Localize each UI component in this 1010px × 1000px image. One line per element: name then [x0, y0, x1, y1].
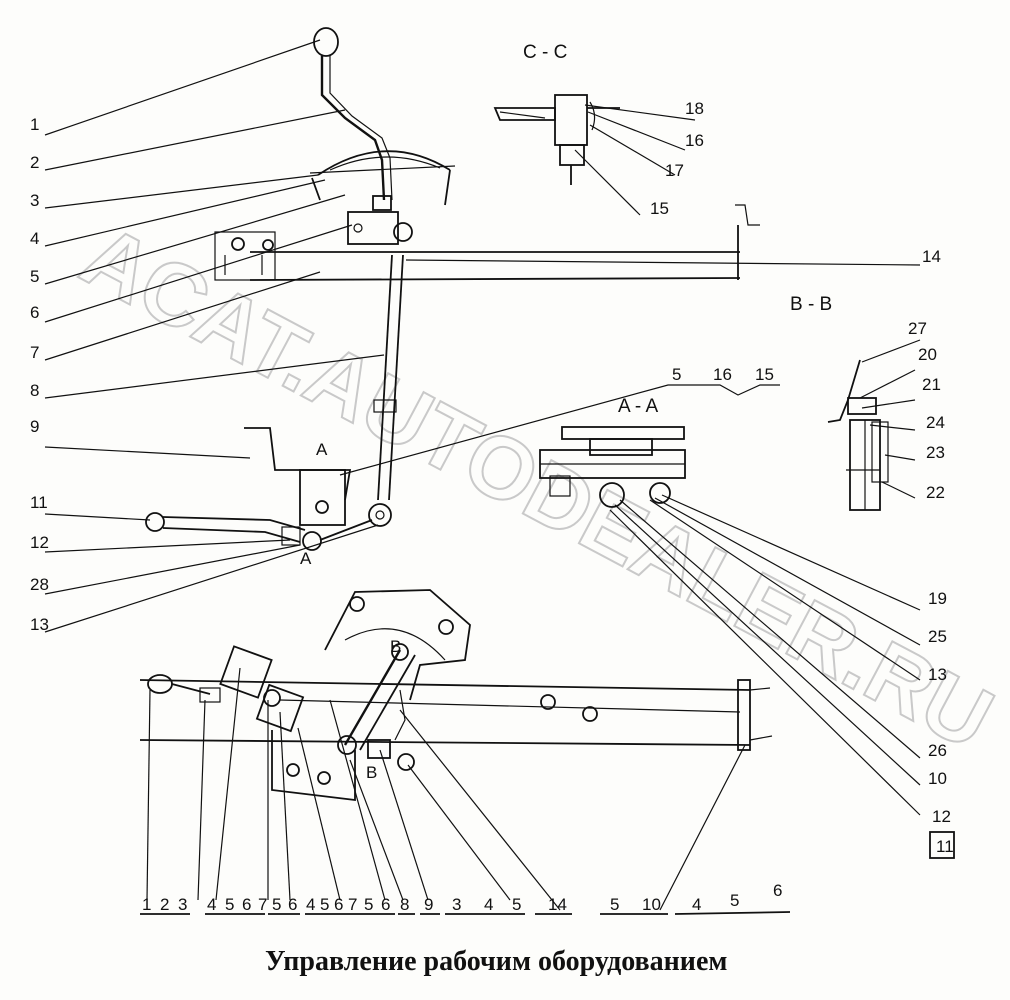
label-bottom-8: 5 [272, 895, 281, 914]
section-b-marker-bottom: B [366, 763, 377, 782]
label-6: 6 [30, 303, 39, 322]
label-26: 26 [928, 741, 947, 760]
label-9: 9 [30, 417, 39, 436]
labels-left: 1 2 3 4 5 6 7 8 9 11 12 28 13 [30, 115, 49, 634]
label-13-right: 13 [928, 665, 947, 684]
label-bottom-10: 4 [306, 895, 315, 914]
label-bottom-17: 9 [424, 895, 433, 914]
label-bottom-11: 5 [320, 895, 329, 914]
label-19: 19 [928, 589, 947, 608]
label-bottom-12: 6 [334, 895, 343, 914]
label-bottom-16: 8 [400, 895, 409, 914]
lower-assembly: B B [139, 589, 773, 802]
section-cc: C - C [493, 42, 620, 185]
label-13: 13 [30, 615, 49, 634]
label-28: 28 [30, 575, 49, 594]
label-1: 1 [30, 115, 39, 134]
label-bottom-23: 10 [642, 895, 661, 914]
label-14-right: 14 [922, 247, 941, 266]
label-bottom-13: 7 [348, 895, 357, 914]
label-bottom-7: 7 [258, 895, 267, 914]
label-bottom-6: 6 [242, 895, 251, 914]
label-11-right: 11 [936, 837, 954, 856]
leader-lines [44, 39, 921, 911]
label-22: 22 [926, 483, 945, 502]
diagram-title: Управление рабочим оборудованием [265, 946, 727, 977]
label-bottom-25: 5 [730, 891, 739, 910]
label-11-box [929, 831, 955, 859]
label-bottom-1: 1 [142, 895, 151, 914]
label-27: 27 [908, 319, 927, 338]
label-bottom-2: 2 [160, 895, 169, 914]
label-3: 3 [30, 191, 39, 210]
label-18: 18 [685, 99, 704, 118]
label-aa-16: 16 [713, 365, 732, 384]
label-bottom-24: 4 [692, 895, 701, 914]
label-17: 17 [665, 161, 684, 180]
labels-bb: 27 20 21 24 23 22 [908, 319, 945, 502]
label-aa-15: 15 [755, 365, 774, 384]
label-21: 21 [922, 375, 941, 394]
label-bottom-4: 4 [207, 895, 216, 914]
section-bb-title: B - B [790, 294, 832, 315]
label-bottom-20: 5 [512, 895, 521, 914]
labels-aa-top: 5 16 15 [672, 365, 774, 384]
label-aa-5: 5 [672, 365, 681, 384]
label-8: 8 [30, 381, 39, 400]
labels-right: 19 25 13 26 10 12 11 [928, 589, 954, 856]
label-24: 24 [926, 413, 945, 432]
section-cc-title: C - C [523, 42, 567, 63]
label-bottom-5: 5 [225, 895, 234, 914]
upper-assembly [145, 27, 760, 551]
label-bottom-15: 6 [381, 895, 390, 914]
label-25: 25 [928, 627, 947, 646]
label-underlines [140, 911, 791, 915]
label-12-right: 12 [932, 807, 951, 826]
label-15: 15 [650, 199, 669, 218]
label-4: 4 [30, 229, 39, 248]
labels-bottom: 1 2 3 4 5 6 7 5 6 4 5 6 7 5 6 8 9 3 4 5 … [142, 881, 782, 914]
label-23: 23 [926, 443, 945, 462]
section-aa: A - A [539, 396, 686, 508]
label-20: 20 [918, 345, 937, 364]
watermark: ACAT.AUTODEALER.RU [66, 204, 1009, 769]
label-11: 11 [30, 493, 48, 512]
labels-cc: 18 16 17 15 [650, 99, 704, 218]
label-bottom-26: 6 [773, 881, 782, 900]
label-16: 16 [685, 131, 704, 150]
section-b-marker-top: B [390, 637, 401, 656]
section-aa-title: A - A [618, 396, 658, 417]
label-7: 7 [30, 343, 39, 362]
label-bottom-9: 6 [288, 895, 297, 914]
watermark-text: ACAT.AUTODEALER.RU [67, 205, 1008, 768]
section-a-marker-top: A [316, 440, 328, 459]
label-bottom-21: 14 [548, 895, 567, 914]
section-a-marker-bottom: A [300, 549, 312, 568]
label-10: 10 [928, 769, 947, 788]
label-bottom-22: 5 [610, 895, 619, 914]
label-2: 2 [30, 153, 39, 172]
label-bottom-14: 5 [364, 895, 373, 914]
section-bb: B - B [790, 294, 889, 511]
label-bottom-3: 3 [178, 895, 187, 914]
label-5: 5 [30, 267, 39, 286]
label-bottom-18: 3 [452, 895, 461, 914]
label-bottom-19: 4 [484, 895, 493, 914]
label-12: 12 [30, 533, 49, 552]
